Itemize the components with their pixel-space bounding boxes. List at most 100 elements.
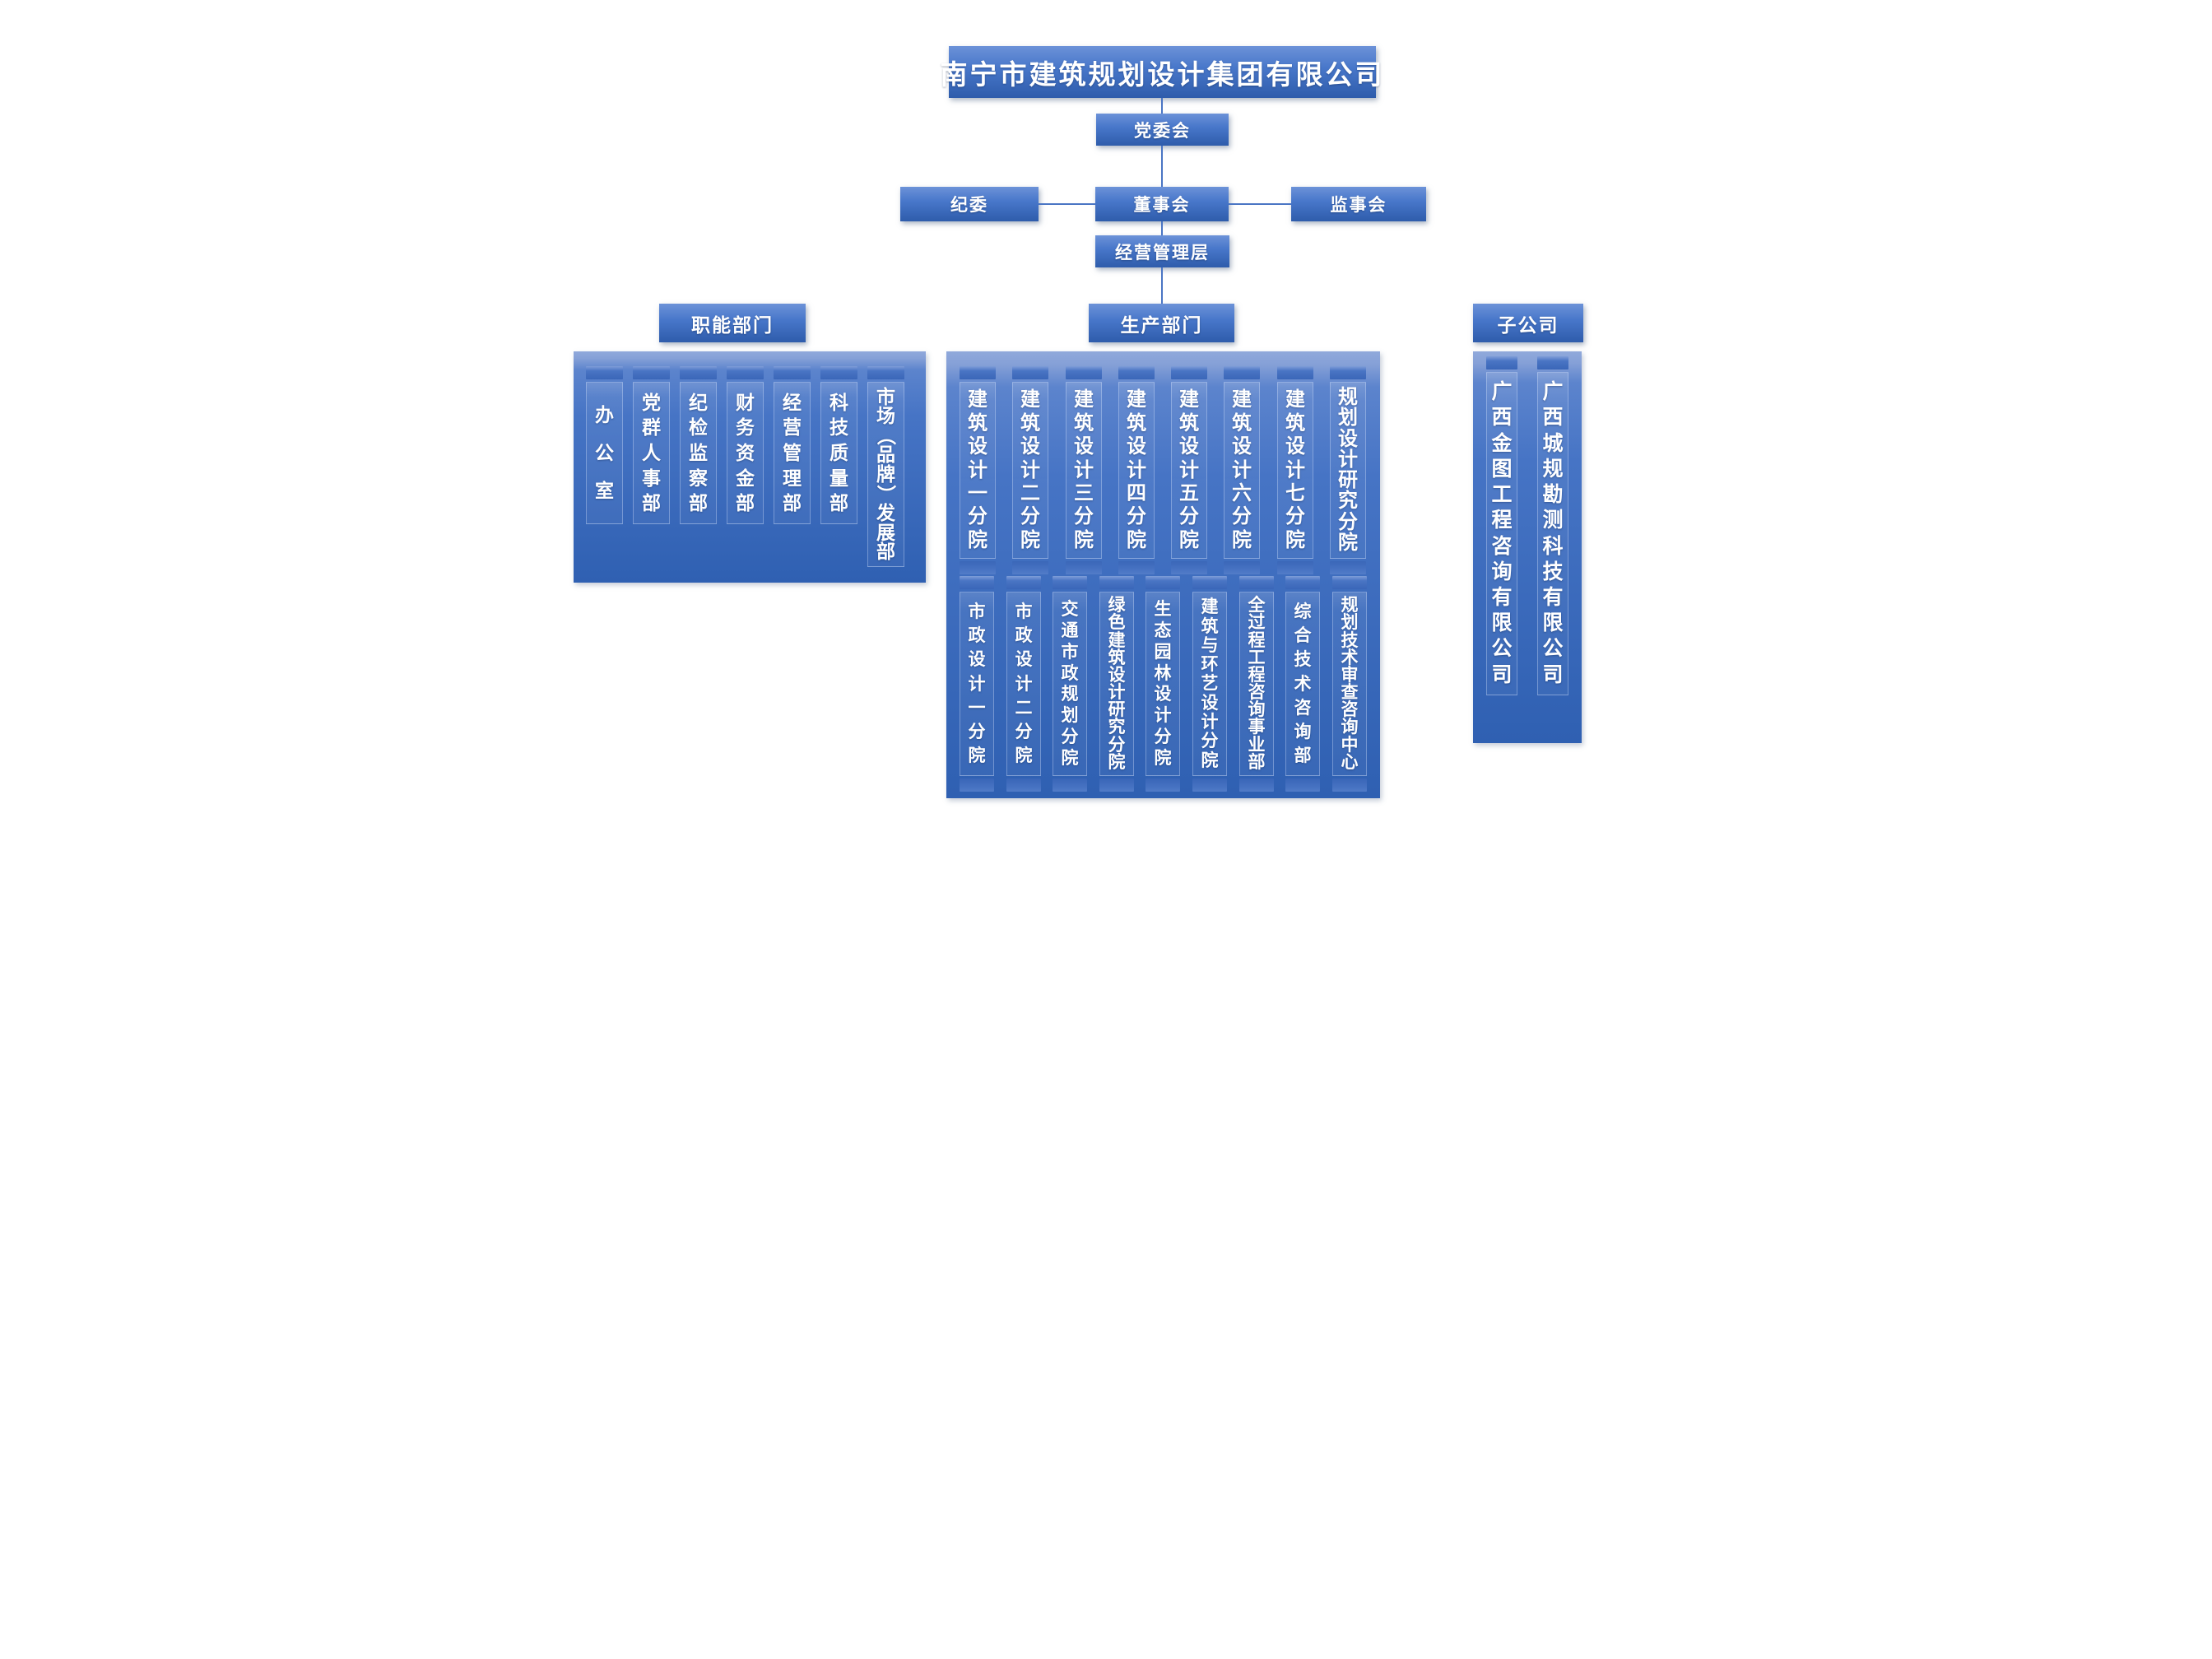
connector-board-supervisory [1229,203,1291,205]
node-supervisory-board: 监事会 [1291,187,1426,221]
connector-board-management [1161,221,1163,235]
column-bottom-cap [1006,778,1041,792]
column-top-cap [1224,366,1260,379]
column-top-cap [680,366,717,379]
management-layer-label: 经营管理层 [1115,243,1210,263]
column-top-cap [633,366,670,379]
node-discipline-committee: 纪委 [900,187,1039,221]
column-bottom-cap [960,778,994,792]
column-top-cap [1066,366,1102,379]
subsidiary-column-jintu: 广西金图工程咨询有限公司 [1486,356,1517,695]
functional-column-tech-quality: 科技质量部 [820,366,857,524]
branch-label: 市政设计一分院 [960,592,994,776]
branch-label: 建筑设计七分院 [1277,382,1313,559]
board-of-directors-label: 董事会 [1133,196,1191,215]
column-bottom-cap [1285,778,1320,792]
production-column-municipal-2: 市政设计二分院 [1006,576,1041,792]
connector-title-party [1161,98,1163,114]
column-top-cap [1006,576,1041,589]
subsidiary-label: 广西金图工程咨询有限公司 [1486,372,1517,695]
column-top-cap [1146,576,1180,589]
branch-label: 交通市政规划分院 [1053,592,1087,776]
column-top-cap [1277,366,1313,379]
company-title-label: 南宁市建筑规划设计集团有限公司 [940,58,1385,90]
functional-column-office: 办公室 [586,366,623,524]
column-top-cap [1285,576,1320,589]
party-committee-label: 党委会 [1134,121,1191,141]
department-label: 办公室 [586,382,623,524]
branch-label: 建筑设计五分院 [1171,382,1207,559]
branch-label: 规划设计研究分院 [1330,382,1366,559]
branch-label: 建筑设计六分院 [1224,382,1260,559]
subsidiary-label: 广西城规勘测科技有限公司 [1537,372,1568,695]
branch-label: 生态园林设计分院 [1146,592,1180,776]
column-bottom-cap [1171,561,1207,574]
column-top-cap [1239,576,1274,589]
column-top-cap [820,366,857,379]
production-column-comprehensive-tech: 综合技术咨询部 [1285,576,1320,792]
branch-label: 绿色建筑设计研究分院 [1099,592,1134,776]
column-top-cap [867,366,904,379]
functional-column-operations: 经营管理部 [774,366,811,524]
production-column-whole-process-consulting: 全过程工程咨询事业部 [1239,576,1274,792]
subsidiary-column-chenggui: 广西城规勘测科技有限公司 [1537,356,1568,695]
node-board-of-directors: 董事会 [1095,187,1229,221]
production-column-eco-landscape: 生态园林设计分院 [1146,576,1180,792]
panel-subsidiaries: 广西金图工程咨询有限公司 广西城规勘测科技有限公司 [1473,351,1582,743]
branch-label: 建筑设计三分院 [1066,382,1102,559]
production-column-arch-5: 建筑设计五分院 [1171,366,1207,574]
column-top-cap [1486,356,1517,369]
column-top-cap [1012,366,1048,379]
column-top-cap [1118,366,1155,379]
connector-discipline-board [1039,203,1095,205]
branch-label: 建筑设计二分院 [1012,382,1048,559]
functional-column-discipline-inspection: 纪检监察部 [680,366,717,524]
functional-column-market-brand: 市场（品牌）发展部 [867,366,904,567]
column-bottom-cap [1332,778,1367,792]
production-column-municipal-1: 市政设计一分院 [960,576,994,792]
column-bottom-cap [1239,778,1274,792]
functional-column-party-hr: 党群人事部 [633,366,670,524]
node-company-title: 南宁市建筑规划设计集团有限公司 [941,46,1382,98]
branch-label: 建筑设计四分院 [1118,382,1155,559]
org-chart: 南宁市建筑规划设计集团有限公司 党委会 纪委 董事会 监事会 经营管理层 职能部… [553,0,1659,830]
column-top-cap [1099,576,1134,589]
department-label: 党群人事部 [633,382,670,524]
panel-production-departments: 建筑设计一分院 建筑设计二分院 建筑设计三分院 建筑设计四分院 建筑设计五分院 … [946,351,1380,798]
column-top-cap [774,366,811,379]
column-bottom-cap [1146,778,1180,792]
group-production-header: 生产部门 [1089,304,1234,342]
production-column-arch-2: 建筑设计二分院 [1012,366,1048,574]
discipline-committee-label: 纪委 [950,196,988,215]
group-subsidiaries-header: 子公司 [1473,304,1583,342]
department-label: 纪检监察部 [680,382,717,524]
node-management-layer: 经营管理层 [1095,235,1229,267]
connector-party-board [1161,146,1163,187]
column-bottom-cap [1118,561,1155,574]
column-bottom-cap [960,561,996,574]
column-bottom-cap [1192,778,1227,792]
column-bottom-cap [1053,778,1087,792]
branch-label: 规划技术审查咨询中心 [1332,592,1367,776]
group-functional-header: 职能部门 [659,304,806,342]
production-column-transport-planning: 交通市政规划分院 [1053,576,1087,792]
column-top-cap [1537,356,1568,369]
functional-column-finance: 财务资金部 [727,366,764,524]
column-top-cap [960,576,994,589]
production-column-arch-7: 建筑设计七分院 [1277,366,1313,574]
column-top-cap [1192,576,1227,589]
department-label: 经营管理部 [774,382,811,524]
connector-management-production [1161,267,1163,304]
column-bottom-cap [1224,561,1260,574]
column-top-cap [727,366,764,379]
column-top-cap [1332,576,1367,589]
column-bottom-cap [1012,561,1048,574]
column-top-cap [1330,366,1366,379]
column-bottom-cap [1099,778,1134,792]
column-bottom-cap [1066,561,1102,574]
production-column-arch-3: 建筑设计三分院 [1066,366,1102,574]
department-label: 财务资金部 [727,382,764,524]
functional-header-label: 职能部门 [691,314,774,336]
production-column-env-art: 建筑与环艺设计分院 [1192,576,1227,792]
column-bottom-cap [1330,561,1366,574]
